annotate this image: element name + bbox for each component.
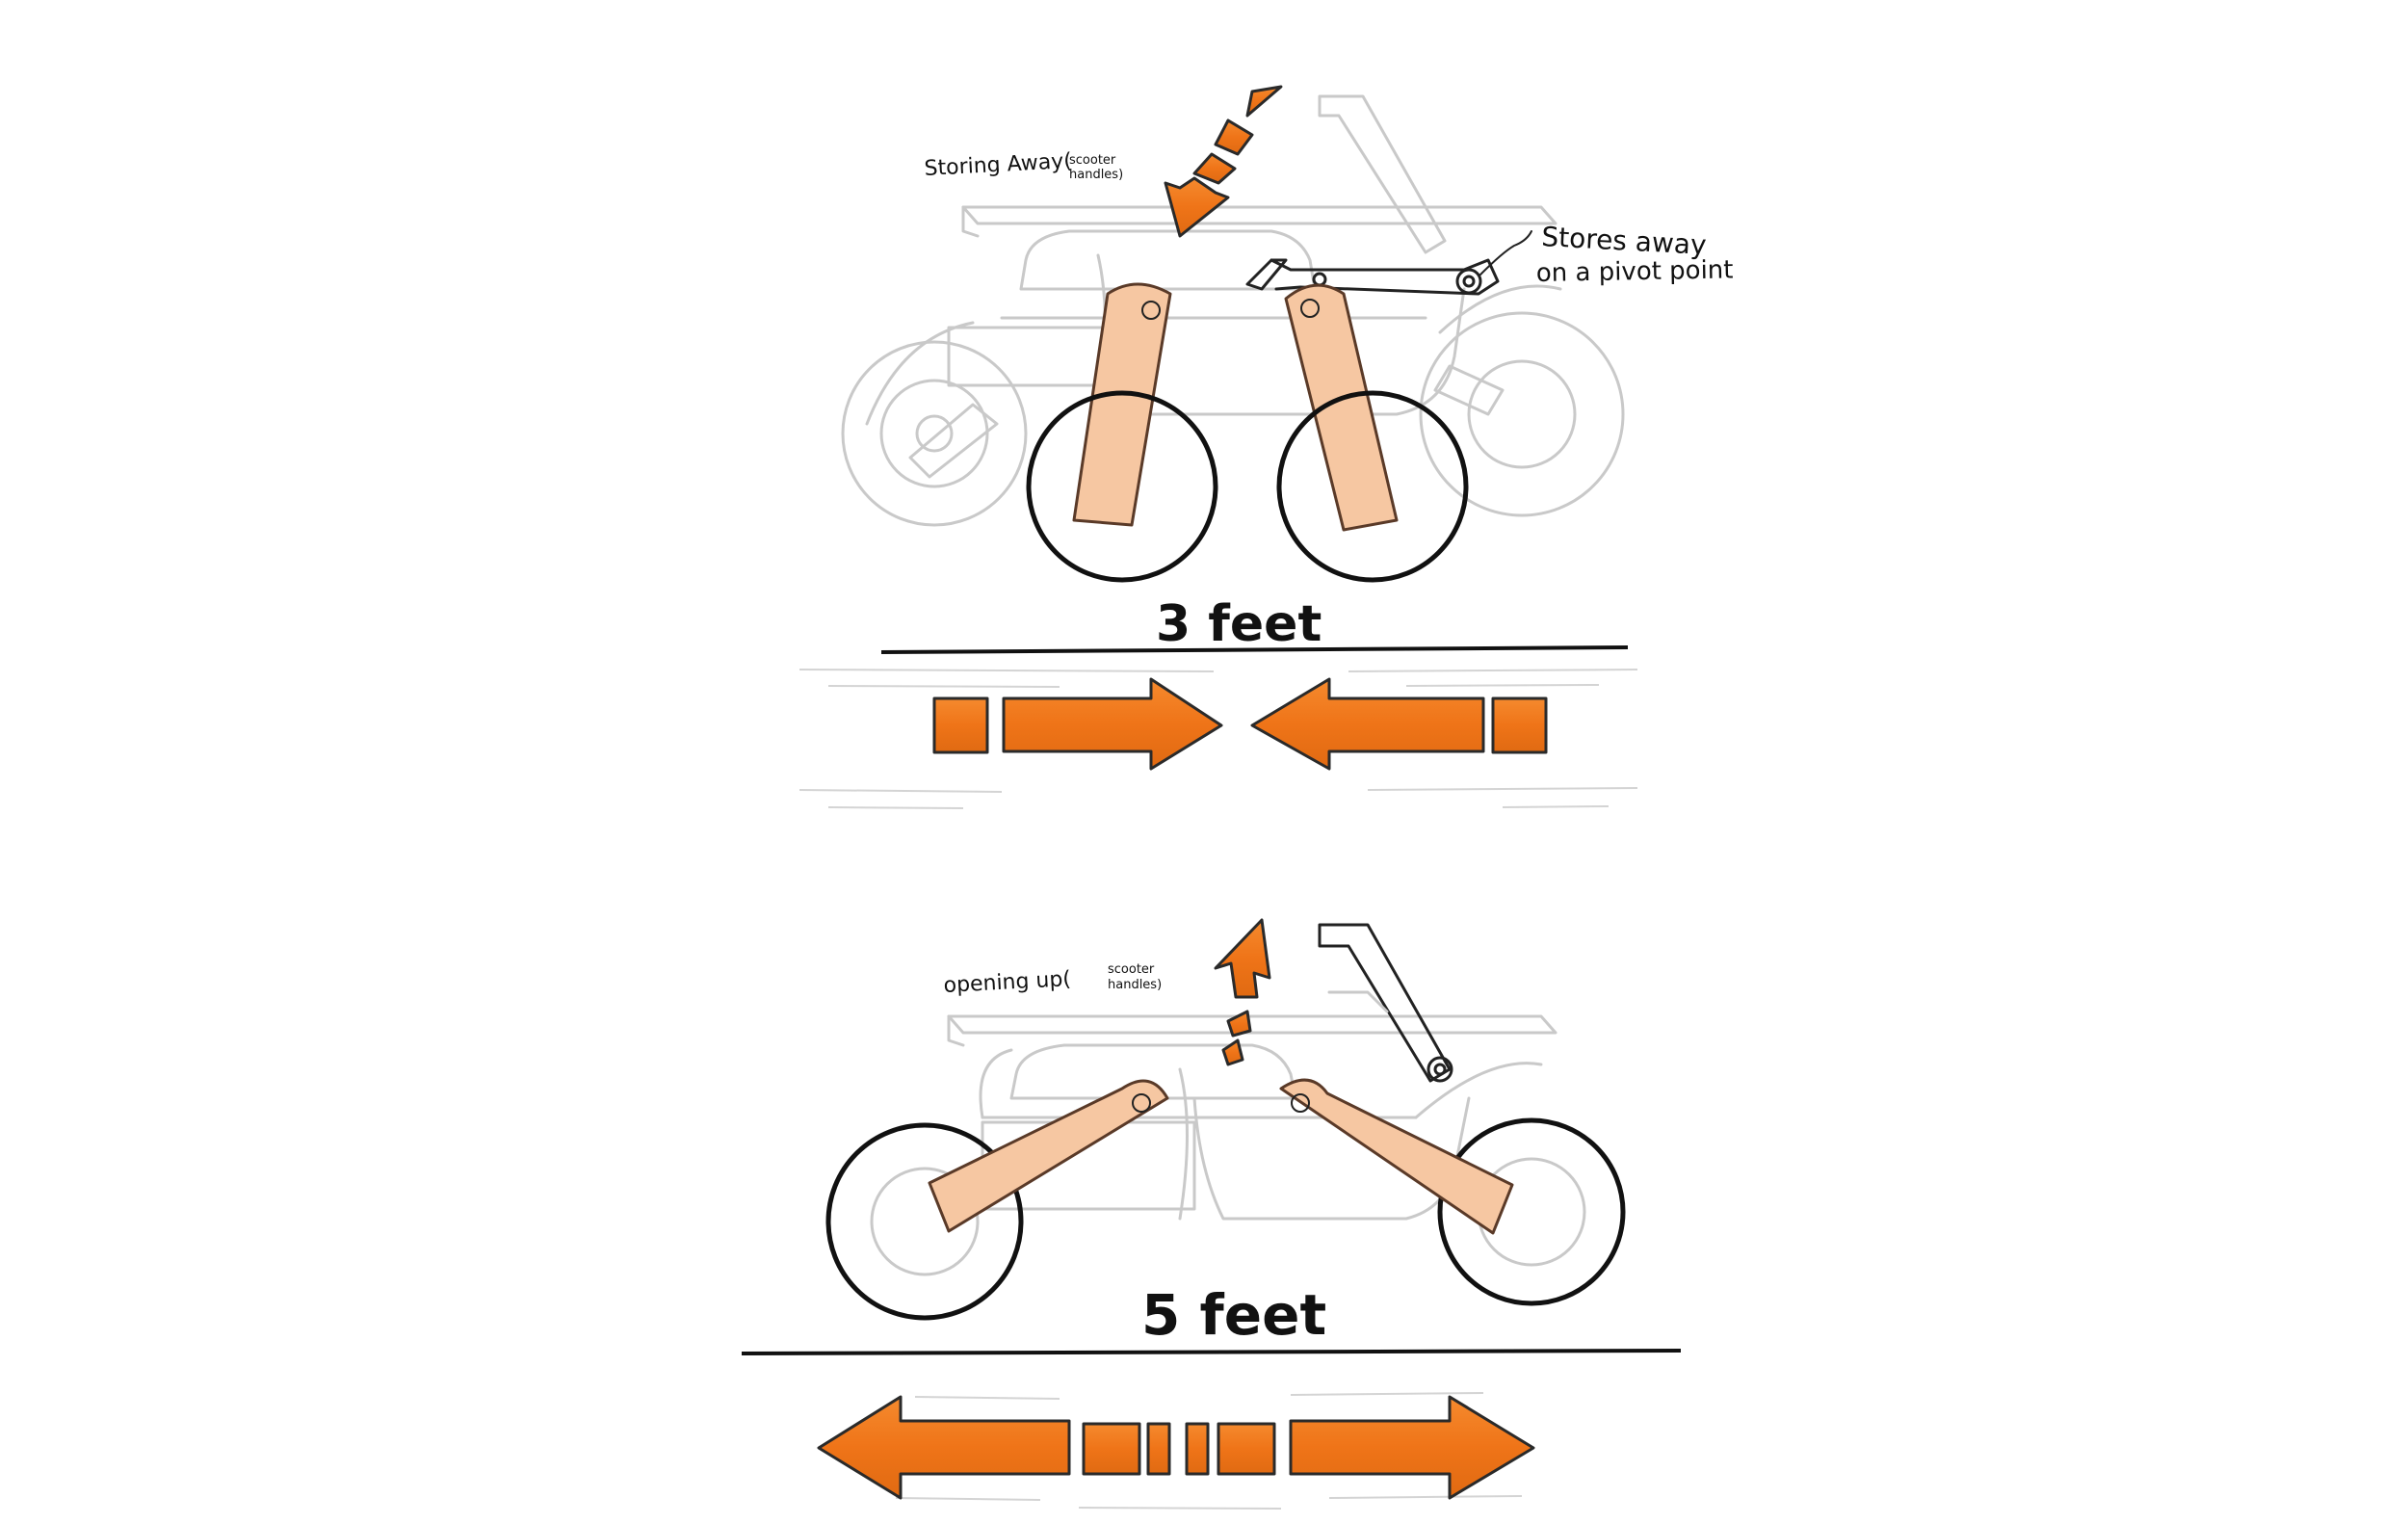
opening-up-caption-sub-1: scooter: [1108, 962, 1155, 977]
storing-away-caption: Storing Away(: [924, 149, 1072, 181]
storing-away-caption-sub-1: scooter: [1069, 153, 1116, 168]
diverging-arrows: [817, 1395, 1535, 1500]
rear-wheel-open: [825, 1122, 1024, 1321]
arrow-right: [1002, 677, 1223, 771]
folded-leg-right: [1276, 283, 1469, 583]
distance-label-open: 5 feet: [1141, 1282, 1326, 1348]
stored-configuration: Storing Away( scooter handles) Stores aw…: [798, 85, 1734, 809]
handle-raised: [1318, 923, 1453, 1083]
ghost-scooter-body: [841, 94, 1625, 527]
motion-lines-stored: [798, 669, 1638, 809]
opening-up-caption: opening up(: [943, 967, 1072, 998]
open-configuration: opening up( scooter handles) 5 feet: [741, 918, 1682, 1510]
extended-leg-right: [1279, 1078, 1514, 1235]
converging-arrows: [932, 677, 1548, 771]
storing-away-arrow: [1164, 85, 1283, 238]
arrow-outward-left: [817, 1395, 1071, 1500]
pivot-note-line-2: on a pivot point: [1536, 255, 1734, 288]
ground-line-open: [741, 1349, 1682, 1355]
distance-label-stored: 3 feet: [1156, 595, 1322, 653]
ground-line-stored: [880, 645, 1629, 654]
folded-leg-left: [1026, 282, 1218, 583]
ghost-scooter-body-open: [947, 1014, 1557, 1221]
arrow-outward-right: [1289, 1395, 1535, 1500]
arrow-left: [1250, 677, 1485, 771]
storing-away-caption-sub-2: handles): [1069, 168, 1123, 182]
motion-lines-open: [895, 1392, 1523, 1510]
opening-up-arrow: [1214, 918, 1271, 1066]
pivot-note-line-1: Stores away: [1541, 221, 1708, 261]
opening-up-caption-sub-2: handles): [1108, 978, 1162, 992]
extended-leg-left: [928, 1079, 1169, 1233]
